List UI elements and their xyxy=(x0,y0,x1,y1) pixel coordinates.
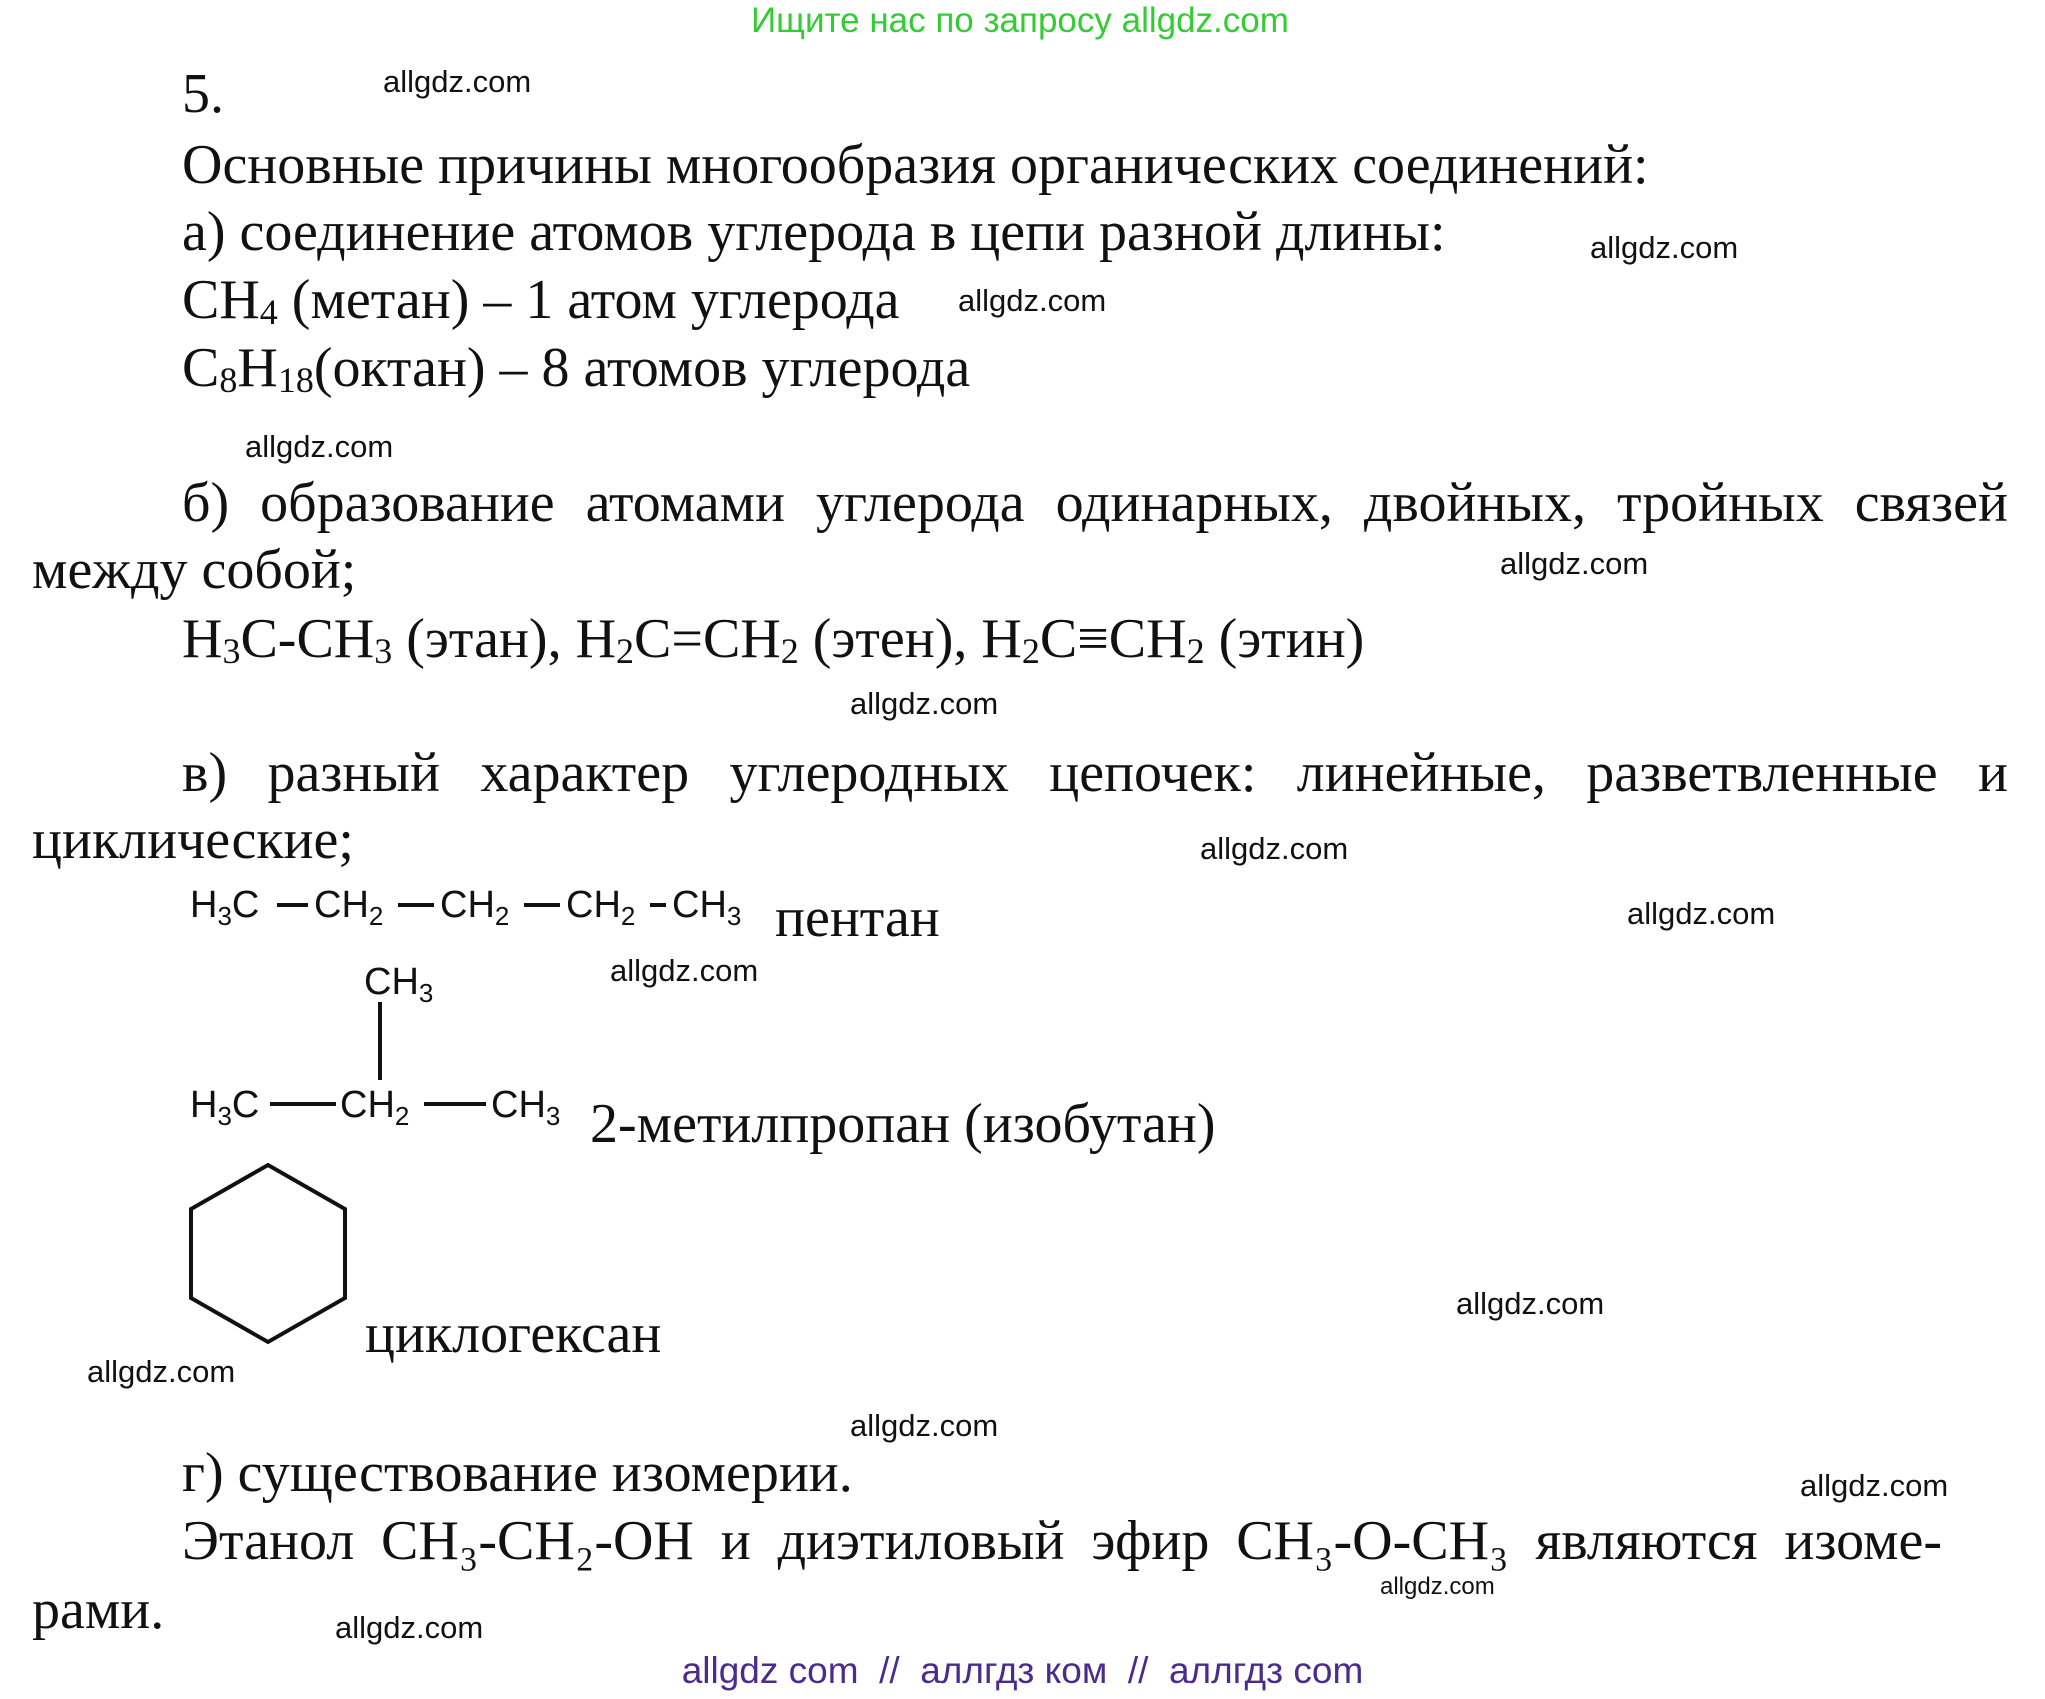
item-d-text: г) существование изомерии. xyxy=(182,1442,853,1504)
isobutane-top-atom: CH3 xyxy=(364,961,434,1008)
isomer-line2: рами. xyxy=(32,1579,165,1641)
heading: Основные причины многообразия органическ… xyxy=(182,134,1649,196)
isobutane-center-atom: CH2 xyxy=(340,1084,410,1131)
watermark: allgdz.com xyxy=(850,686,999,721)
pentane-name: пентан xyxy=(775,887,940,949)
methane-line: CH4 (метан) – 1 атом углерода xyxy=(182,269,900,332)
pentane-atom-1: H3C xyxy=(190,884,260,931)
isobutane-name: 2-метилпропан (изобутан) xyxy=(590,1093,1216,1155)
item-a-text: а) соединение атомов углерода в цепи раз… xyxy=(182,201,1446,263)
watermark: allgdz.com xyxy=(1800,1468,1949,1503)
isobutane-left-atom: H3C xyxy=(190,1084,260,1131)
watermark: allgdz.com xyxy=(1380,1573,1495,1600)
pentane-atom-3: CH2 xyxy=(440,884,510,931)
watermark: allgdz.com xyxy=(1590,230,1739,265)
pentane-atom-5: CH3 xyxy=(672,884,742,931)
cyclohexane-name: циклогексан xyxy=(365,1303,662,1365)
watermark: allgdz.com xyxy=(1500,546,1649,581)
cyclohexane-ring xyxy=(189,1162,347,1345)
pentane-atom-4: CH2 xyxy=(566,884,636,931)
pentane-atom-2: CH2 xyxy=(314,884,384,931)
bond-formulas: H3C-CH3 (этан), H2C=CH2 (этен), H2C≡CH2 … xyxy=(182,608,1365,671)
watermark: allgdz.com xyxy=(1456,1286,1605,1321)
watermark: allgdz.com xyxy=(958,283,1107,318)
watermark: allgdz.com xyxy=(610,953,759,988)
watermark: allgdz.com xyxy=(850,1408,999,1443)
item-b-line2: между собой; xyxy=(32,539,357,601)
watermark: allgdz.com xyxy=(1627,896,1776,931)
item-c-line2: циклические; xyxy=(32,809,354,871)
watermark: allgdz.com xyxy=(1200,831,1349,866)
top-banner[interactable]: Ищите нас по запросу allgdz.com xyxy=(751,1,1289,40)
octane-line: C8H18(октан) – 8 атомов углерода xyxy=(182,337,971,400)
watermark: allgdz.com xyxy=(383,64,532,99)
watermark: allgdz.com xyxy=(245,429,394,464)
bottom-banner[interactable]: allgdz com // аллгдз ком // аллгдз com xyxy=(681,1650,1364,1691)
watermark: allgdz.com xyxy=(87,1354,236,1389)
isobutane-right-atom: CH3 xyxy=(491,1084,561,1131)
watermark: allgdz.com xyxy=(335,1610,484,1645)
task-number: 5. xyxy=(182,63,224,125)
